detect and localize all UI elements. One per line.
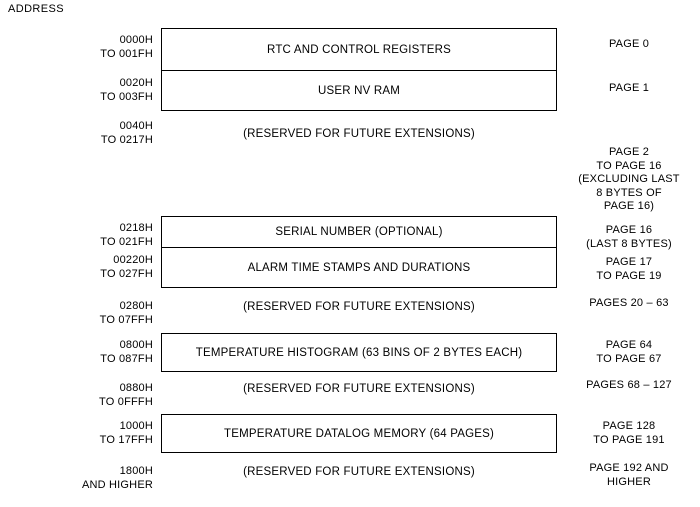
address-line: 0040H xyxy=(119,120,153,132)
page-range-line: (EXCLUDING LAST xyxy=(578,173,680,185)
page-range: PAGE 0 xyxy=(560,38,698,52)
page-range: PAGE 1 xyxy=(560,82,698,96)
memory-region-box: SERIAL NUMBER (OPTIONAL) xyxy=(161,216,557,248)
memory-region-label: RTC AND CONTROL REGISTERS xyxy=(267,43,451,56)
address-line: 0280H xyxy=(119,300,153,312)
memory-region-box: TEMPERATURE DATALOG MEMORY (64 PAGES) xyxy=(161,414,557,453)
page-range-line: PAGE 192 AND xyxy=(589,462,669,474)
address-line: TO 021FH xyxy=(100,236,153,248)
page-range-line: TO PAGE 67 xyxy=(596,352,662,365)
memory-region-reserved: (RESERVED FOR FUTURE EXTENSIONS) xyxy=(161,294,557,320)
address-line: TO 07FFH xyxy=(99,314,153,326)
address-line: 0000H xyxy=(119,34,153,46)
memory-region-box: USER NV RAM xyxy=(161,71,557,111)
address-line: AND HIGHER xyxy=(81,479,153,491)
address-line: TO 17FFH xyxy=(99,434,153,446)
page-range-line: PAGES 68 – 127 xyxy=(586,379,672,391)
memory-region-label: (RESERVED FOR FUTURE EXTENSIONS) xyxy=(243,128,475,140)
page-range: PAGES 68 – 127 xyxy=(560,379,698,393)
memory-region-label: (RESERVED FOR FUTURE EXTENSIONS) xyxy=(243,383,475,395)
memory-region-label: (RESERVED FOR FUTURE EXTENSIONS) xyxy=(243,466,475,478)
address-range: 0218H TO 021FH xyxy=(48,221,153,249)
address-line: TO 087FH xyxy=(100,353,153,365)
page-range-line: TO PAGE 16 xyxy=(596,159,662,172)
page-range: PAGE 16(LAST 8 BYTES) xyxy=(560,224,698,251)
address-line: 0020H xyxy=(119,77,153,89)
memory-region-label: TEMPERATURE HISTOGRAM (63 BINS OF 2 BYTE… xyxy=(195,346,523,359)
page-range-line: PAGE 128 xyxy=(602,420,656,432)
page-range-line: PAGE 16 xyxy=(605,224,653,236)
memory-region-reserved: (RESERVED FOR FUTURE EXTENSIONS) xyxy=(161,114,557,154)
page-range-line: PAGE 16) xyxy=(603,200,655,212)
address-line: 0218H xyxy=(119,222,153,234)
address-line: TO 0FFFH xyxy=(99,396,153,408)
page-range-line: 8 BYTES OF xyxy=(596,186,662,199)
address-line: 0880H xyxy=(119,382,153,394)
address-range: 0280H TO 07FFH xyxy=(48,299,153,327)
memory-region-label: USER NV RAM xyxy=(317,84,401,97)
address-line: 0800H xyxy=(119,339,153,351)
memory-region-box: RTC AND CONTROL REGISTERS xyxy=(161,28,557,71)
memory-region-box: TEMPERATURE HISTOGRAM (63 BINS OF 2 BYTE… xyxy=(161,333,557,372)
page-range-line: PAGE 1 xyxy=(608,82,650,94)
page-range-line: PAGE 17 xyxy=(605,256,653,268)
page-range-line: PAGE 0 xyxy=(608,38,650,50)
address-range: 1000H TO 17FFH xyxy=(48,419,153,447)
address-range: 0040H TO 0217H xyxy=(48,119,153,147)
address-range: 0000H TO 001FH xyxy=(48,33,153,61)
page-range-line: HIGHER xyxy=(607,475,651,488)
memory-region-reserved: (RESERVED FOR FUTURE EXTENSIONS) xyxy=(161,459,557,485)
page-range-line: TO PAGE 19 xyxy=(596,269,662,282)
address-range: 1800H AND HIGHER xyxy=(48,464,153,492)
address-range: 0020H TO 003FH xyxy=(48,76,153,104)
page-range-line: PAGES 20 – 63 xyxy=(589,297,669,309)
address-column-header: ADDRESS xyxy=(8,3,64,15)
address-range: 0800H TO 087FH xyxy=(48,338,153,366)
address-line: 1800H xyxy=(119,465,153,477)
memory-region-box: ALARM TIME STAMPS AND DURATIONS xyxy=(161,248,557,288)
address-line: TO 027FH xyxy=(100,268,153,280)
page-range-line: PAGE 64 xyxy=(605,339,653,351)
address-range: 0880H TO 0FFFH xyxy=(48,381,153,409)
memory-region-label: (RESERVED FOR FUTURE EXTENSIONS) xyxy=(243,301,475,313)
page-range-line: PAGE 2 xyxy=(608,146,650,158)
page-range-line: TO PAGE 191 xyxy=(593,433,665,446)
address-line: TO 003FH xyxy=(100,91,153,103)
memory-region-label: TEMPERATURE DATALOG MEMORY (64 PAGES) xyxy=(223,427,495,440)
memory-region-label: ALARM TIME STAMPS AND DURATIONS xyxy=(247,261,471,274)
page-range: PAGES 20 – 63 xyxy=(560,297,698,311)
page-range-line: (LAST 8 BYTES) xyxy=(586,237,672,250)
address-line: 1000H xyxy=(119,420,153,432)
address-range: 00220H TO 027FH xyxy=(48,253,153,281)
address-line: 00220H xyxy=(113,254,153,266)
memory-region-label: SERIAL NUMBER (OPTIONAL) xyxy=(275,226,443,238)
address-line: TO 0217H xyxy=(100,134,153,146)
memory-region-reserved: (RESERVED FOR FUTURE EXTENSIONS) xyxy=(161,376,557,402)
address-line: TO 001FH xyxy=(100,48,153,60)
